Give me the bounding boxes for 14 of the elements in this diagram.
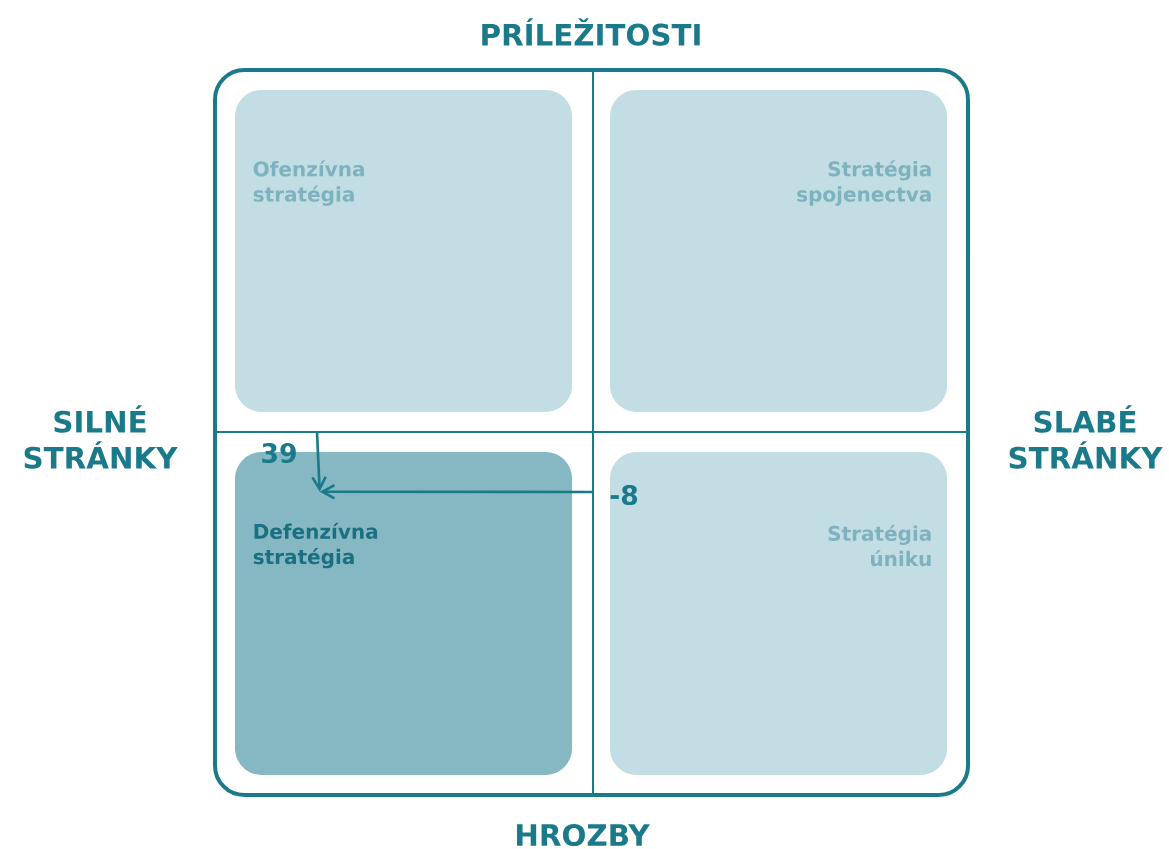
quadrant-label: Stratégia úniku (828, 524, 931, 567)
arrow (319, 483, 593, 500)
quadrant-label: Defenzívna stratégia (253, 522, 378, 569)
arrow (311, 431, 327, 492)
axis-heading: HROZBY (517, 823, 650, 847)
value-label: -8 (610, 484, 638, 506)
quadrant-box (610, 90, 948, 412)
quadrant-box (610, 452, 948, 775)
axis-heading: SILNÉ STRÁNKY (24, 405, 178, 469)
axis-heading: SLABÉ STRÁNKY (1009, 405, 1163, 469)
quadrant-box (234, 90, 573, 412)
axis-heading: PRÍLEŽITOSTI (482, 18, 700, 46)
quadrant-label: Stratégia spojenectva (797, 160, 931, 206)
quadrant-label: Ofenzívna stratégia (253, 160, 364, 206)
